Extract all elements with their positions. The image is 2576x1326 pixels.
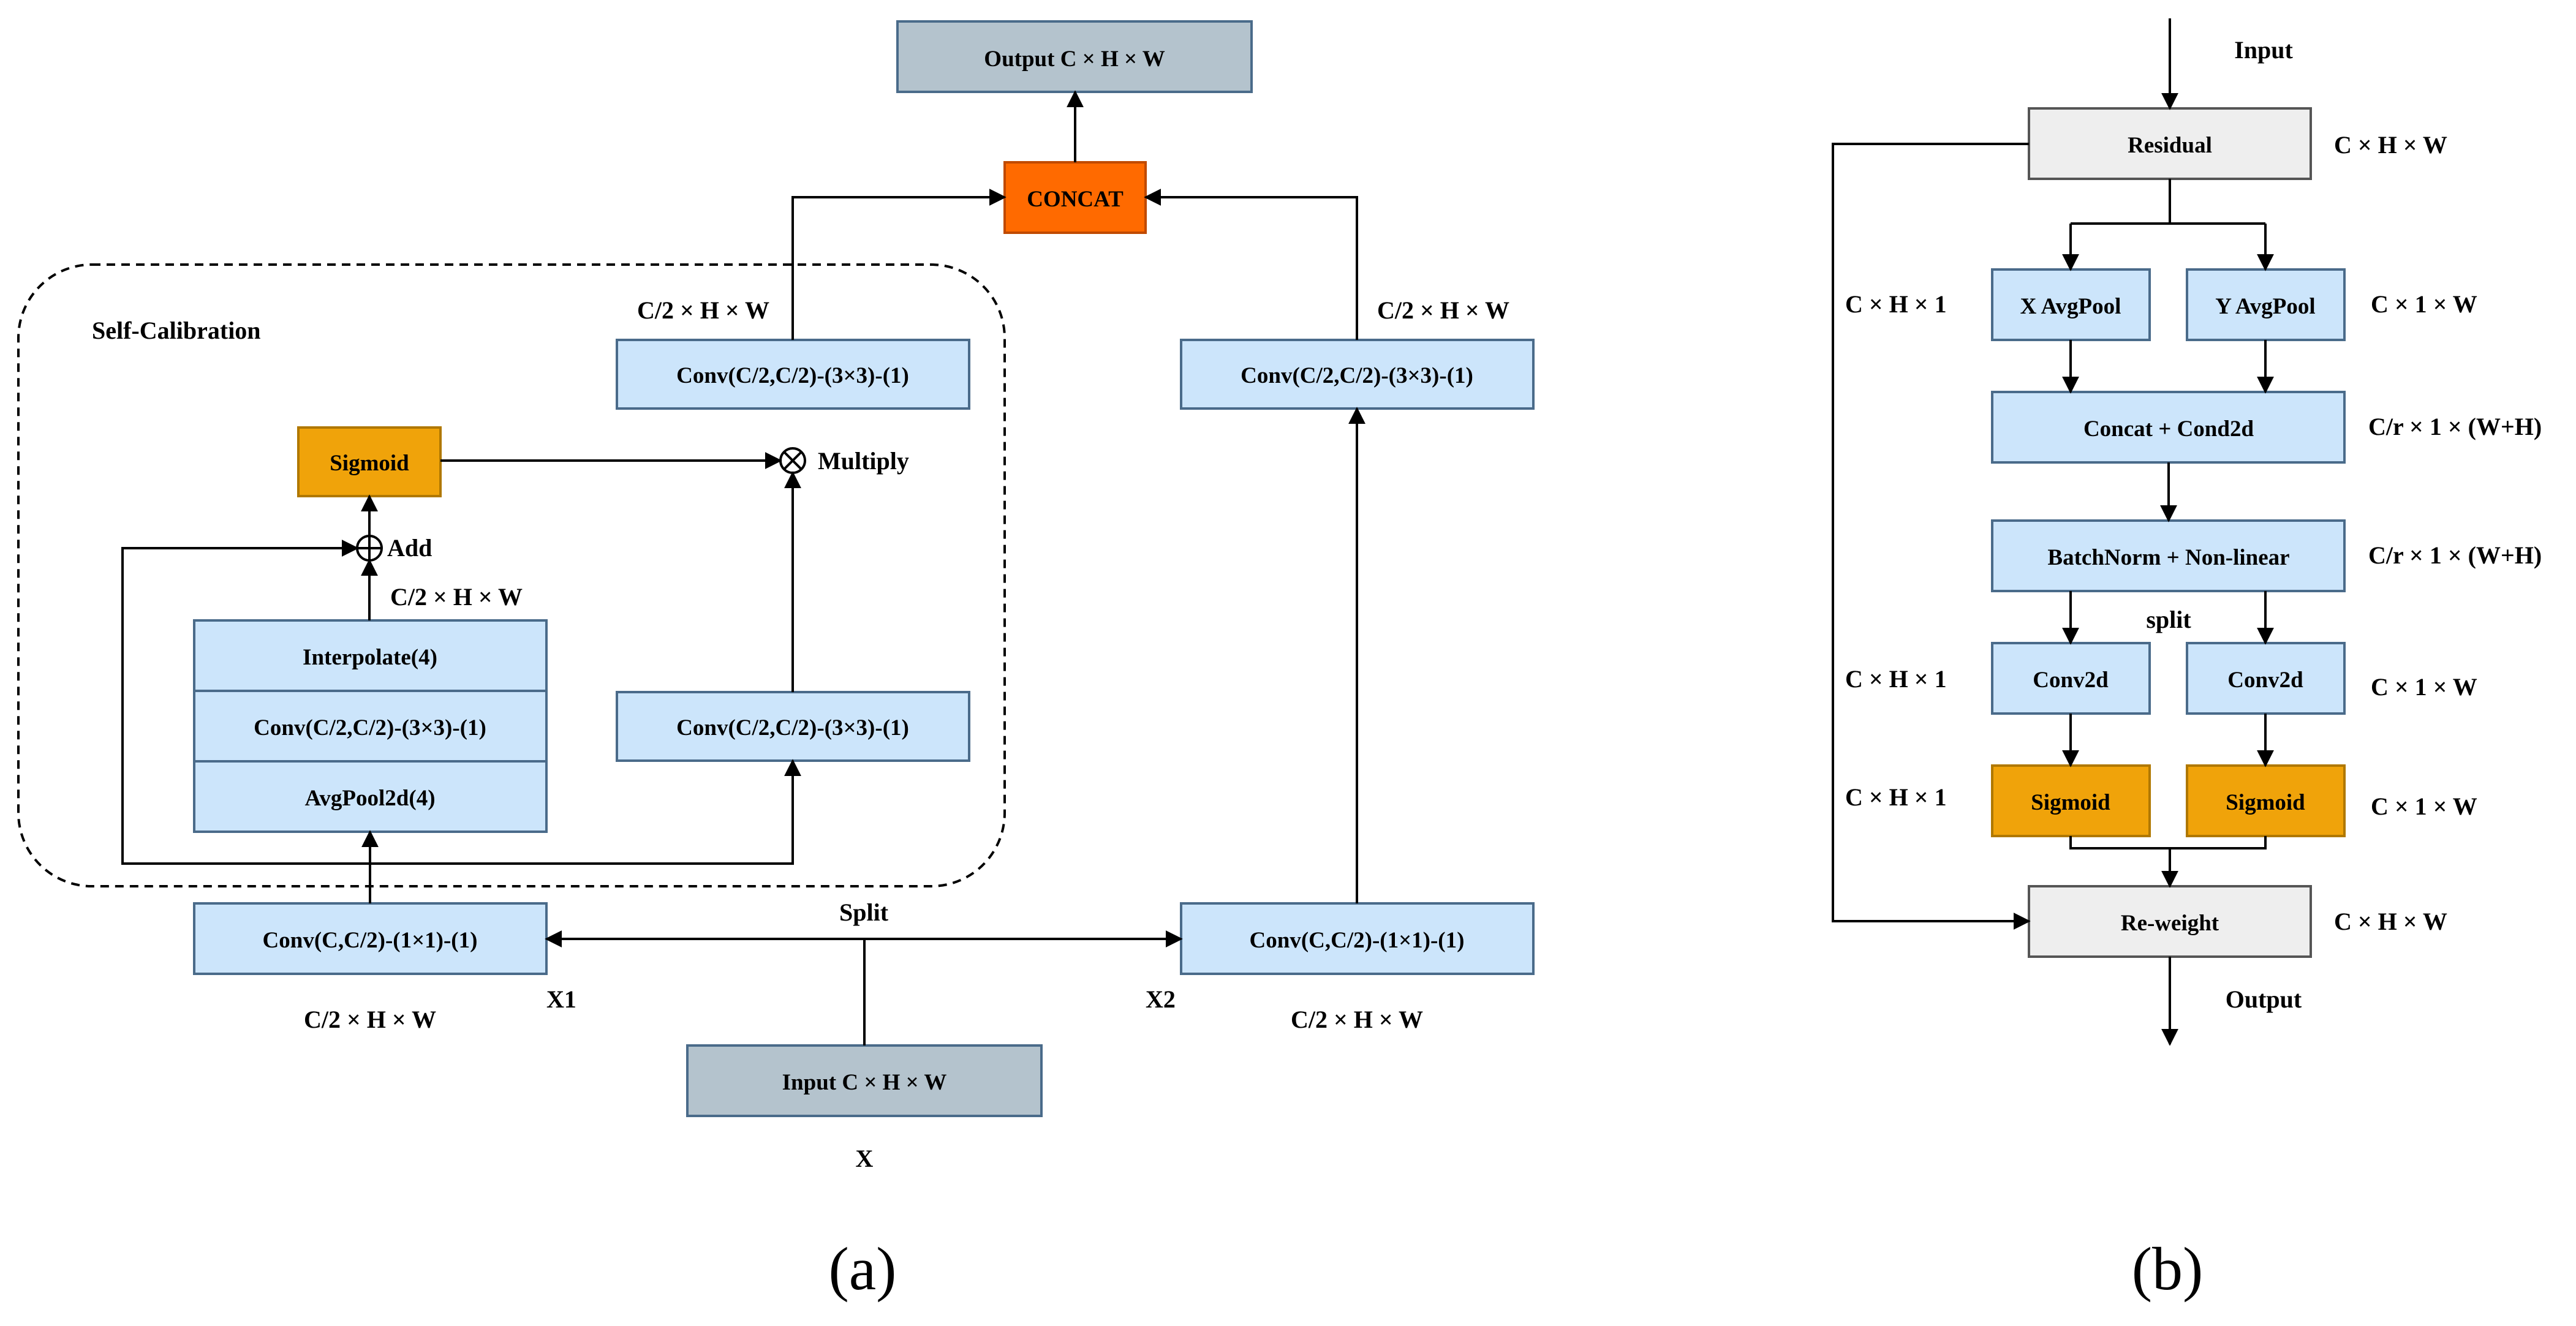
sigmoid-left-dim: C × H × 1 — [1845, 783, 1947, 811]
split-label: Split — [839, 898, 889, 926]
reweight-dim: C × H × W — [2334, 908, 2447, 935]
stack-conv-label: Conv(C/2,C/2)-(3×3)-(1) — [254, 715, 486, 740]
conv-top-left-dim: C/2 × H × W — [637, 296, 769, 324]
x1-label: X1 — [546, 985, 576, 1013]
stack-dim: C/2 × H × W — [390, 583, 523, 611]
conv-top-right-box — [1180, 339, 1535, 410]
output-label-b: Output — [2226, 985, 2302, 1013]
conv-top-right-dim: C/2 × H × W — [1377, 296, 1509, 324]
multiply-label: Multiply — [818, 447, 909, 475]
input-label-b: Input — [2234, 36, 2293, 64]
conv2d-left-label: Conv2d — [2033, 668, 2109, 693]
conv-mid-label: Conv(C/2,C/2)-(3×3)-(1) — [676, 715, 909, 740]
residual-box — [2028, 107, 2312, 180]
residual-label: Residual — [2128, 133, 2212, 158]
stack-conv-box — [193, 690, 548, 763]
left-dim-bottom: C/2 × H × W — [304, 1006, 436, 1033]
y-avgpool-label: Y AvgPool — [2215, 294, 2315, 319]
caption-b: (b) — [2132, 1235, 2204, 1303]
x-avgpool-dim: C × H × 1 — [1845, 290, 1947, 318]
conv2d-right-label: Conv2d — [2227, 668, 2303, 693]
input-box — [686, 1044, 1043, 1117]
x2-label: X2 — [1146, 985, 1176, 1013]
self-calibration-title: Self-Calibration — [92, 317, 261, 344]
sigmoid-left-box — [1991, 764, 2151, 837]
sigmoid-right-label: Sigmoid — [2226, 790, 2305, 815]
batchnorm-dim: C/r × 1 × (W+H) — [2368, 541, 2542, 569]
caption-a: (a) — [829, 1235, 897, 1303]
split-label-b: split — [2146, 606, 2191, 633]
conv2d-right-dim: C × 1 × W — [2371, 673, 2477, 701]
residual-dim: C × H × W — [2334, 131, 2447, 159]
sigmoid-right-dim: C × 1 × W — [2371, 793, 2477, 820]
multiply-operator — [779, 447, 806, 474]
conv2d-right-box — [2186, 642, 2346, 715]
connectors-b — [1832, 18, 2274, 1046]
self-calibration-region — [17, 263, 1006, 887]
avgpool-label: AvgPool2d(4) — [304, 786, 435, 811]
sigmoid-box-label: Sigmoid — [330, 451, 409, 476]
sigmoid-right-box — [2186, 764, 2346, 837]
interpolate-label: Interpolate(4) — [303, 645, 437, 670]
add-operator — [356, 535, 383, 562]
right-dim-bottom: C/2 × H × W — [1291, 1006, 1423, 1033]
batchnorm-label: BatchNorm + Non-linear — [2047, 545, 2289, 570]
conv-top-left-label: Conv(C/2,C/2)-(3×3)-(1) — [676, 363, 909, 388]
x-avgpool-box — [1991, 268, 2151, 341]
concat-cond2d-dim: C/r × 1 × (W+H) — [2368, 413, 2542, 440]
y-avgpool-dim: C × 1 × W — [2371, 290, 2477, 318]
conv1x1-left-label: Conv(C,C/2)-(1×1)-(1) — [263, 928, 478, 953]
concat-cond2d-label: Concat + Cond2d — [2083, 416, 2254, 442]
connectors-a — [121, 90, 1365, 1045]
x-avgpool-label: X AvgPool — [2020, 294, 2121, 319]
panel-b: Input Residual C × H × W X AvgPool Y Avg… — [1832, 18, 2542, 1303]
reweight-label: Re-weight — [2121, 911, 2219, 936]
add-label: Add — [387, 534, 432, 562]
avgpool-box — [193, 760, 548, 833]
input-box-label: Input C × H × W — [782, 1070, 947, 1095]
conv1x1-right-label: Conv(C,C/2)-(1×1)-(1) — [1250, 928, 1465, 953]
conv2d-left-dim: C × H × 1 — [1845, 665, 1947, 693]
conv1x1-left-box — [193, 902, 548, 975]
y-avgpool-box — [2186, 268, 2346, 341]
concat-box — [1003, 161, 1147, 234]
concat-box-label: CONCAT — [1027, 187, 1124, 212]
x-label: X — [856, 1145, 874, 1172]
conv-top-right-label: Conv(C/2,C/2)-(3×3)-(1) — [1241, 363, 1473, 388]
panel-a: Self-Calibration Output C × H × W CONCAT… — [17, 20, 1535, 1303]
concat-cond2d-box — [1991, 391, 2346, 464]
output-box-label: Output C × H × W — [984, 47, 1165, 72]
sigmoid-left-label: Sigmoid — [2031, 790, 2110, 815]
